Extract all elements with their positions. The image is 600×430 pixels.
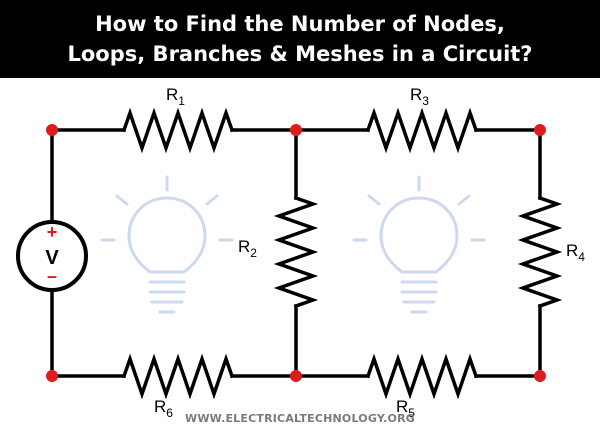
node-bottom-left: [46, 370, 58, 382]
source-symbol: V: [45, 247, 59, 269]
resistor-r6: [121, 353, 235, 400]
node-bottom-right: [534, 370, 546, 382]
wire-bottom-left: [50, 288, 126, 378]
resistor-r3: [365, 107, 479, 154]
node-top-middle: [290, 124, 302, 136]
node-bottom-middle: [290, 370, 302, 382]
title-banner: How to Find the Number of Nodes, Loops, …: [0, 0, 600, 78]
resistor-r1: [121, 107, 235, 154]
watermark-text: WWW.ELECTRICALTECHNOLOGY.ORG: [184, 412, 415, 425]
resistor-r5: [365, 353, 479, 400]
title-line-2: Loops, Branches & Meshes in a Circuit?: [67, 42, 533, 66]
wire-right-lower: [474, 304, 542, 378]
label-r1: R1: [166, 85, 185, 108]
title-line-1: How to Find the Number of Nodes,: [95, 12, 505, 36]
wire-top-right: [474, 128, 542, 200]
lightbulb-icon: [352, 175, 486, 314]
label-r5: R5: [396, 397, 415, 420]
resistor-r4: [517, 195, 563, 309]
source-minus-sign: –: [47, 266, 57, 286]
node-top-left: [46, 124, 58, 136]
label-r4: R4: [566, 241, 585, 264]
voltage-source: [16, 220, 88, 292]
lightbulb-icon: [100, 175, 234, 314]
label-r3: R3: [410, 85, 429, 108]
label-r6: R6: [154, 397, 173, 420]
resistor-r2: [273, 195, 319, 309]
source-plus-sign: +: [47, 222, 58, 242]
node-top-right: [534, 124, 546, 136]
label-r2: R2: [238, 237, 257, 260]
